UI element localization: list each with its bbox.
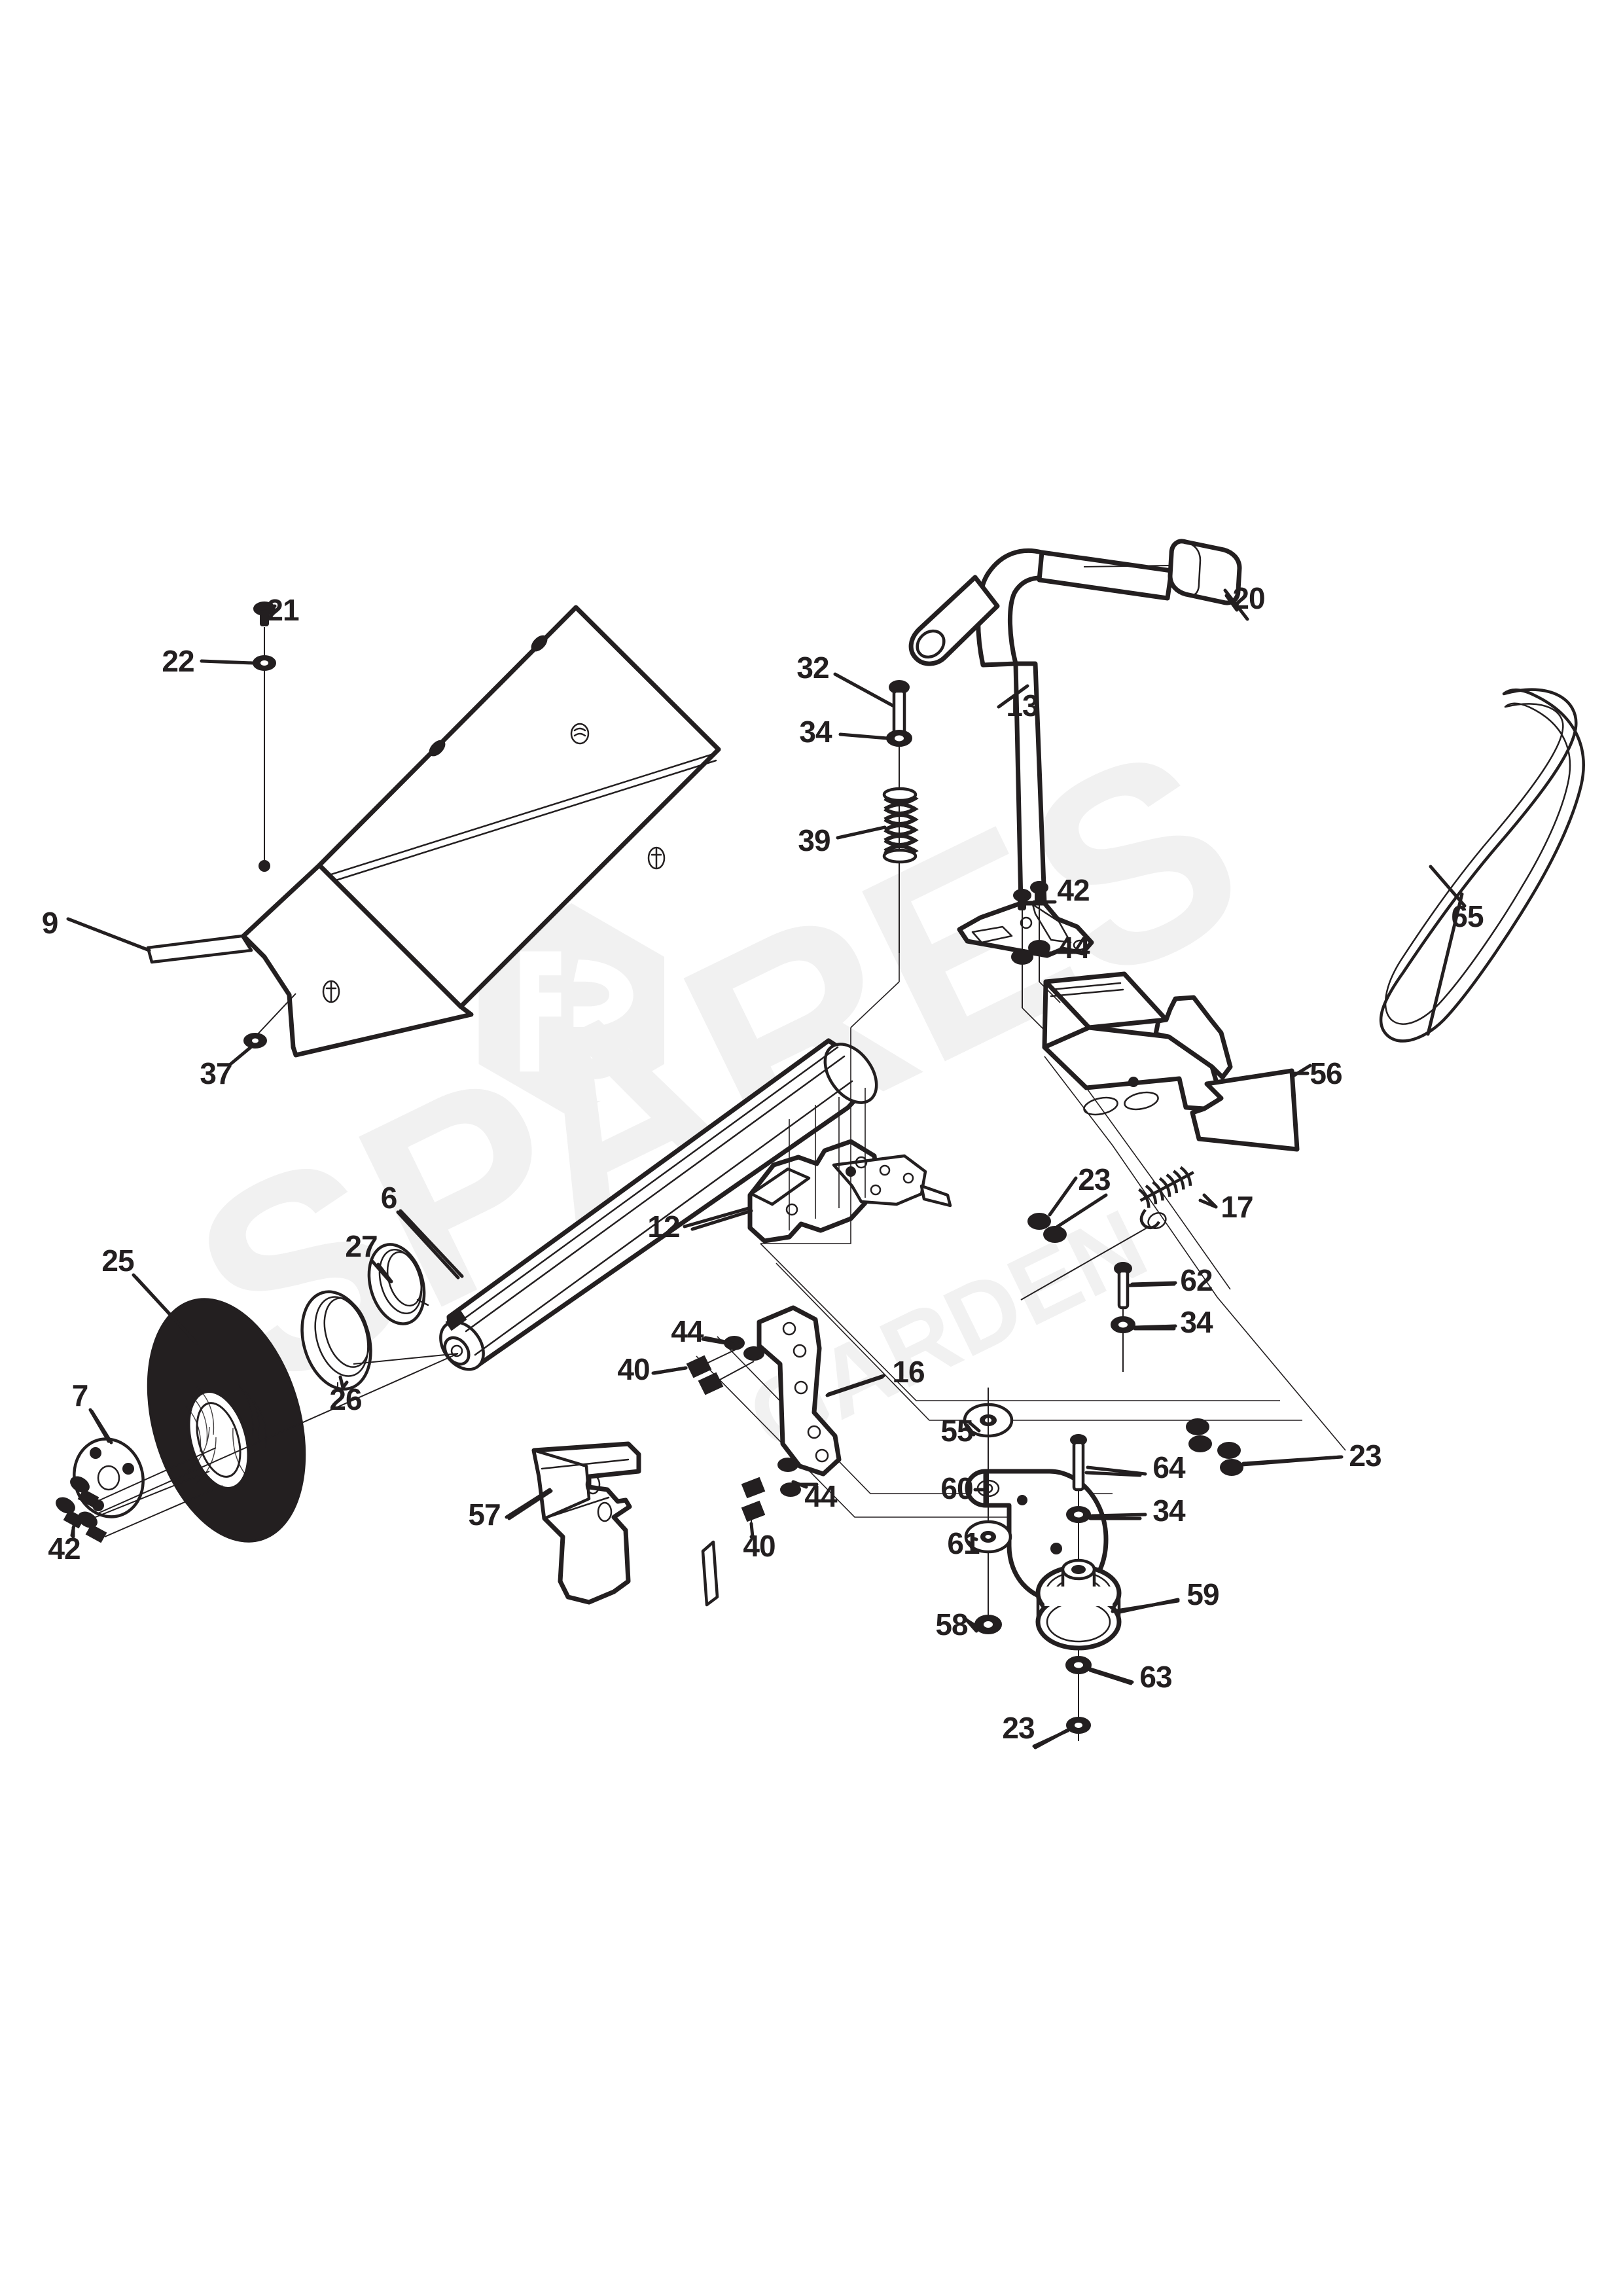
part-locknut-58 — [964, 1615, 1002, 1634]
callout-leader-lines — [66, 594, 1467, 1748]
callout-23-right: 23 — [1349, 1439, 1381, 1473]
callout-27: 27 — [345, 1229, 377, 1263]
callout-6: 6 — [381, 1181, 397, 1215]
part-washer-34-right — [1111, 1316, 1176, 1333]
callout-numbers: 21 22 9 37 32 34 39 13 20 65 42 44 56 23… — [42, 581, 1484, 1745]
part-nut-23-right — [1186, 1418, 1344, 1476]
callout-62: 62 — [1180, 1263, 1212, 1297]
callout-13: 13 — [1006, 689, 1038, 723]
part-washer-34-upper — [886, 730, 912, 747]
callout-17: 17 — [1221, 1190, 1253, 1224]
callout-7: 7 — [72, 1378, 88, 1412]
callout-44-lower: 44 — [804, 1479, 838, 1513]
callout-60: 60 — [940, 1471, 972, 1505]
part-retaining-ring — [367, 1243, 429, 1325]
part-v-belt — [1379, 688, 1585, 1043]
callout-65: 65 — [1451, 899, 1484, 933]
callout-34-upper: 34 — [799, 715, 832, 749]
part-washer-34-mid — [1066, 1506, 1142, 1523]
callout-56: 56 — [1310, 1056, 1342, 1090]
callout-39: 39 — [798, 823, 830, 857]
callout-61: 61 — [947, 1526, 980, 1560]
callout-16: 16 — [892, 1355, 924, 1389]
callout-22: 22 — [162, 644, 194, 678]
cover-fastener-symbol — [570, 723, 590, 745]
callout-20: 20 — [1232, 581, 1264, 615]
part-cover-shield — [146, 605, 721, 1058]
callout-9: 9 — [42, 906, 58, 940]
cover-fastener-symbol — [647, 846, 666, 870]
callout-26: 26 — [329, 1382, 361, 1416]
callout-34-mid: 34 — [1152, 1494, 1186, 1528]
part-nut-37 — [243, 993, 296, 1049]
callout-64: 64 — [1152, 1450, 1186, 1484]
part-washer-61 — [964, 1520, 1012, 1554]
part-guard-bracket — [1042, 971, 1312, 1152]
callout-12: 12 — [647, 1210, 679, 1244]
part-mounting-bracket — [690, 1139, 952, 1244]
callout-58: 58 — [935, 1607, 968, 1641]
part-handle-grip — [1083, 539, 1249, 621]
callout-23-mid: 23 — [1078, 1162, 1110, 1196]
callout-23-bottom: 23 — [1002, 1711, 1034, 1745]
part-roller-shaft — [399, 1038, 878, 1371]
callout-37: 37 — [200, 1056, 232, 1090]
callout-57: 57 — [468, 1498, 500, 1532]
callout-42-lower: 42 — [48, 1532, 80, 1566]
part-screw-21 — [253, 601, 276, 863]
part-lever-handle — [908, 548, 1174, 958]
cover-fastener-symbol — [322, 980, 340, 1003]
part-nut-23-mid — [1027, 1193, 1108, 1243]
part-washer-22 — [253, 655, 276, 671]
callout-32: 32 — [796, 651, 829, 685]
part-spring-39 — [882, 787, 919, 864]
part-frame-channel — [507, 1441, 719, 1607]
part-tension-spring — [1020, 1166, 1218, 1300]
callout-63: 63 — [1139, 1660, 1171, 1694]
callout-34-right: 34 — [1180, 1305, 1213, 1339]
callout-59: 59 — [1186, 1577, 1219, 1611]
callout-42-upper: 42 — [1057, 873, 1089, 907]
callout-44-upper: 44 — [1057, 931, 1090, 965]
callout-40-mid: 40 — [617, 1352, 649, 1386]
callout-25: 25 — [101, 1244, 134, 1278]
part-bearing-collar — [300, 1290, 372, 1391]
callout-40-lower: 40 — [743, 1529, 775, 1563]
callout-21: 21 — [266, 593, 299, 627]
callout-55: 55 — [940, 1414, 973, 1448]
callout-44-mid: 44 — [671, 1314, 704, 1348]
part-bolt-40-lower — [741, 1477, 766, 1539]
